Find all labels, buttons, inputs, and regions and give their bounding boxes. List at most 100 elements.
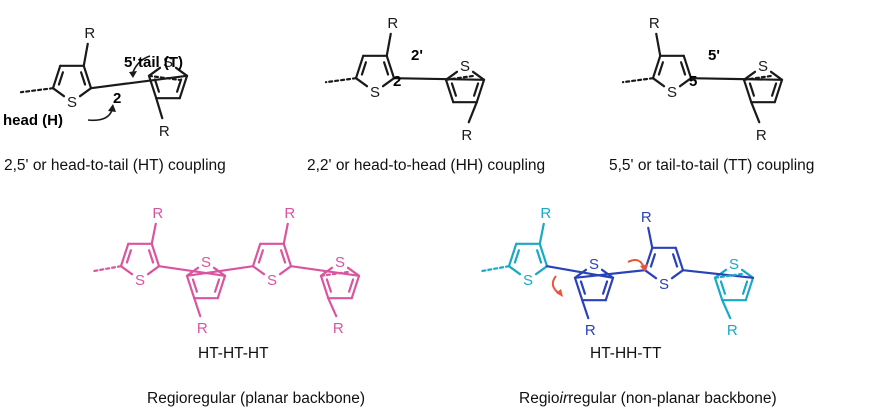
tt-chain-left — [621, 77, 655, 84]
hh-r-bond-a — [385, 32, 392, 57]
ht-ring-b-sulfur: S — [163, 54, 173, 71]
ht-ring-a-double-bond — [79, 71, 87, 86]
ri-r-bond-1 — [538, 222, 545, 245]
rr-ring-2-sulfur: S — [201, 254, 211, 271]
hh-ring-b-bond — [475, 78, 486, 104]
rr-r-2: R — [197, 320, 208, 337]
ht-r-a: R — [84, 25, 95, 42]
rr-r-1: R — [152, 205, 163, 222]
ht-ring-a-bond — [78, 87, 93, 98]
rr-ring-4-double-bond — [325, 278, 333, 293]
tail-arrow-head — [129, 71, 137, 78]
hh-ring-a-double-bond — [360, 61, 368, 76]
hh-ring-b-double-bond — [450, 82, 458, 97]
rr-r-bond-4 — [327, 297, 338, 318]
rr-r-bond-1 — [150, 222, 157, 245]
rr-ring-1-bond — [119, 242, 130, 268]
rr-ring-1-sulfur: S — [135, 272, 145, 289]
ri-ring-1-double-bond — [535, 249, 543, 264]
rr-r-3: R — [284, 205, 295, 222]
rr-ring-1-double-bond — [147, 249, 155, 264]
ri-ring-1-bond — [538, 242, 549, 268]
head-tail-label-tail: tail (T) — [138, 54, 183, 71]
ri-chain-right — [713, 272, 745, 279]
rr-ring-1-bond — [146, 265, 161, 276]
ri-ring-3-sulfur: S — [659, 276, 669, 293]
ri-r-4: R — [727, 322, 738, 339]
ht-chain-right — [147, 74, 181, 81]
rr-ring-4-double-bond — [347, 278, 355, 293]
tt-ring-b-bond — [742, 78, 753, 104]
rr-ring-2-double-bond — [213, 278, 221, 293]
caption-regioregular: Regioregular (planar backbone) — [147, 390, 365, 407]
ht-ring-b-bond — [178, 74, 189, 100]
ri-ring-3-bond — [643, 269, 658, 280]
caption-hh: 2,2' or head-to-head (HH) coupling — [307, 157, 545, 174]
ht-ring-a-bond — [82, 64, 93, 90]
head-arrow — [87, 109, 113, 122]
caption-seq-regular: HT-HT-HT — [198, 345, 269, 362]
tt-ring-b-double-bond — [770, 82, 778, 97]
ri-ring-3-bond — [674, 246, 685, 272]
ri-ring-4-double-bond — [719, 280, 727, 295]
ri-ring-2-double-bond — [579, 280, 587, 295]
ri-ring-2-bond — [573, 268, 588, 279]
ri-ring-1-sulfur: S — [523, 272, 533, 289]
rr-link-1 — [185, 265, 255, 277]
hh-chain-right — [444, 74, 476, 81]
hh-ring-b-sulfur: S — [460, 58, 470, 75]
rr-ring-3-bond — [251, 242, 262, 268]
ri-link-2 — [573, 269, 647, 279]
rr-ring-3-sulfur: S — [267, 272, 277, 289]
hh-link-bond — [392, 77, 486, 81]
hh-ring-a-bond — [354, 77, 369, 88]
ht-ring-a-sulfur: S — [67, 94, 77, 111]
rr-ring-4-sulfur: S — [335, 254, 345, 271]
ht-r-bond-a — [82, 42, 89, 67]
ri-link-1 — [545, 265, 615, 279]
tt-link-bond — [689, 77, 784, 81]
tt-ring-a-bond — [678, 77, 693, 88]
tt-ring-a-sulfur: S — [667, 84, 677, 101]
hh-ring-a-bond — [354, 54, 365, 80]
tt-ring-a-bond — [651, 54, 662, 80]
ht-r-b: R — [159, 123, 170, 140]
ht-ring-a-double-bond — [57, 71, 65, 86]
ri-ring-1-bond — [507, 265, 522, 276]
ri-link-3 — [681, 269, 755, 279]
rr-r-4: R — [333, 320, 344, 337]
caption-seq-irregular: HT-HH-TT — [590, 345, 662, 362]
rr-ring-3-double-bond — [279, 249, 287, 264]
tt-chain-right — [742, 74, 774, 81]
hh-pos-2p: 2' — [411, 47, 423, 64]
tt-ring-b-bond — [769, 70, 784, 81]
hh-r-a: R — [387, 15, 398, 32]
rr-ring-2-double-bond — [191, 278, 199, 293]
hh-pos-2: 2 — [393, 73, 401, 90]
hh-ring-a-double-bond — [382, 61, 390, 76]
ri-r-2: R — [585, 322, 596, 339]
head-tail-label-head: head (H) — [3, 112, 63, 129]
ht-ring-b-bond — [174, 66, 189, 77]
twist-arrow-left-head — [556, 289, 563, 297]
ri-ring-3-double-bond — [649, 253, 657, 268]
rr-ring-2-bond — [185, 274, 196, 300]
ri-ring-2-sulfur: S — [589, 256, 599, 273]
ri-ring-4-double-bond — [741, 280, 749, 295]
ri-chain-left — [479, 265, 511, 273]
rr-ring-3-bond — [282, 242, 293, 268]
ht-ring-b-double-bond — [175, 78, 183, 93]
tt-ring-a-double-bond — [679, 61, 687, 76]
hh-ring-a-bond — [385, 54, 396, 80]
tt-ring-a-bond — [651, 77, 666, 88]
ht-ring-a-bond — [51, 64, 62, 90]
hh-ring-a-bond — [381, 77, 396, 88]
ri-r-bond-3 — [647, 226, 654, 249]
rr-ring-1-bond — [150, 242, 161, 268]
hh-r-bond-b — [467, 101, 478, 124]
rr-chain-right — [319, 270, 351, 277]
ri-r-1: R — [540, 205, 551, 222]
ri-ring-1-bond — [534, 265, 549, 276]
caption-regioirregular: Regioirregular (non-planar backbone) — [519, 390, 777, 407]
